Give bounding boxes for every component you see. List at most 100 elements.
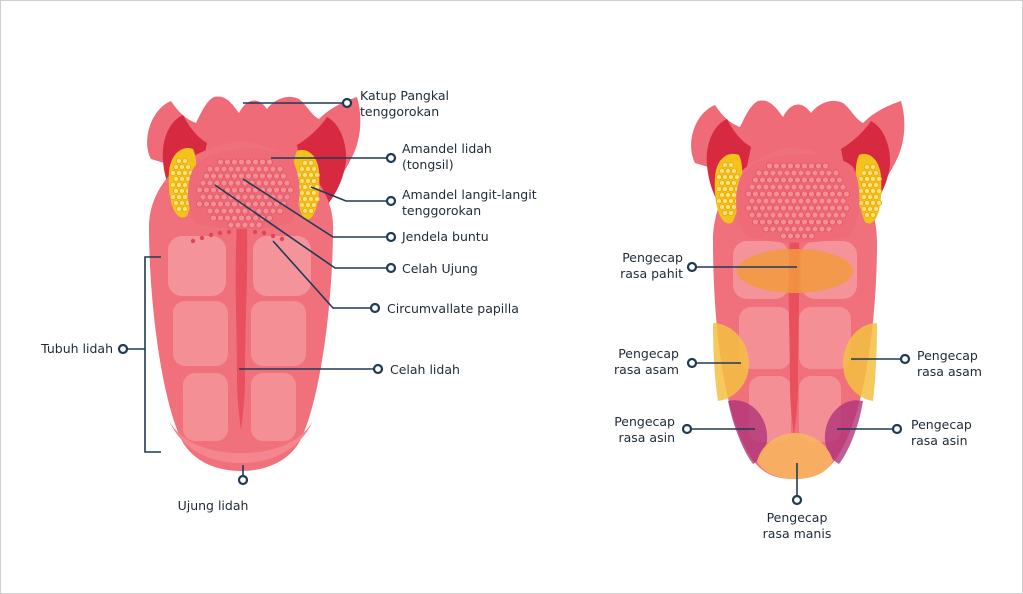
texture-dot [172,187,179,194]
label-rasa-asin-left: Pengecap rasa asin [614,414,675,445]
texture-dot [867,193,874,200]
texture-dot [787,218,794,226]
celah-ujung-marker [385,262,397,274]
texture-dot [794,176,801,184]
texture-dot [825,169,833,177]
texture-dot [818,197,826,205]
texture-dot [766,162,773,170]
texture-dot [224,214,231,222]
texture-dot [829,204,836,212]
texture-dot [178,163,185,170]
texture-dot [248,193,256,201]
texture-dot [248,221,256,229]
texture-dot [839,197,847,205]
texture-dot [780,218,787,226]
texture-dot [755,169,763,177]
texture-dot [227,207,235,215]
salty-taste-zone-left [728,400,768,464]
sour-taste-zone-left [713,323,749,401]
texture-dot [181,157,188,164]
texture-dot [248,165,256,173]
texture-dot [266,172,273,180]
texture-dot [794,232,801,240]
texture-dot [783,197,791,205]
texture-dot [273,172,280,180]
tubuh-lidah-bracket [144,256,161,453]
label-celah-ujung: Celah Ujung [402,261,478,276]
texture-dot [783,211,791,219]
texture-dot [873,193,880,200]
papilla-dot [252,229,258,235]
right-panel [799,307,851,369]
texture-dot [203,200,210,208]
texture-dot [310,165,317,172]
texture-dot [199,179,207,187]
texture-dot [843,204,850,212]
texture-dot [825,225,833,233]
texture-dot [304,177,311,184]
texture-dot [797,225,805,233]
left-panel [253,236,311,296]
texture-dot [276,165,284,173]
texture-dot [804,225,812,233]
texture-dot [304,201,311,208]
texture-dot [213,193,221,201]
texture-dot [870,187,877,194]
label-jendela-buntu: Jendela buntu [402,229,489,244]
texture-dot [790,169,798,177]
ujung-marker [237,474,249,486]
texture-dot [276,179,284,187]
texture-dot [769,197,777,205]
texture-dot [773,218,780,226]
texture-dot [776,197,784,205]
texture-dot [766,218,773,226]
texture-dot [722,161,729,168]
texture-dot [238,172,245,180]
texture-dot [206,179,214,187]
pahit-marker [686,261,698,273]
texture-dot [769,225,777,233]
left-tongue [117,96,397,486]
texture-dot [818,169,826,177]
texture-dot [873,169,880,176]
texture-dot [252,158,259,166]
label-katup-pangkal: Katup Pangkal tenggorokan [360,88,450,119]
texture-dot [313,171,320,178]
texture-dot [745,204,752,212]
texture-dot [811,225,819,233]
texture-dot [259,200,266,208]
texture-dot [861,205,868,212]
asam-left-marker [686,357,698,369]
texture-dot [276,193,284,201]
texture-dot [790,225,798,233]
texture-dot [797,211,805,219]
texture-dot [762,169,770,177]
texture-dot [836,190,843,198]
texture-dot [815,190,822,198]
papilla-dot [217,230,223,236]
texture-dot [175,193,182,200]
right-tonsil-dots [716,161,883,218]
texture-dot [801,176,808,184]
texture-dot [238,186,245,194]
texture-dot [210,186,217,194]
label-amandel-lidah: Amandel lidah (tongsil) [402,141,492,172]
texture-dot [719,167,726,174]
texture-dot [245,214,252,222]
texture-dot [773,190,780,198]
texture-dot [811,183,819,191]
texture-dot [725,179,732,186]
texture-dot [780,190,787,198]
texture-dot [825,211,833,219]
texture-dot [790,183,798,191]
left-tongue-underside [169,421,313,463]
texture-dot [811,211,819,219]
texture-dot [255,221,263,229]
texture-dot [206,207,214,215]
texture-dot [241,165,249,173]
texture-dot [227,179,235,187]
texture-dot [808,162,815,170]
texture-dot [829,190,836,198]
texture-dot [773,162,780,170]
